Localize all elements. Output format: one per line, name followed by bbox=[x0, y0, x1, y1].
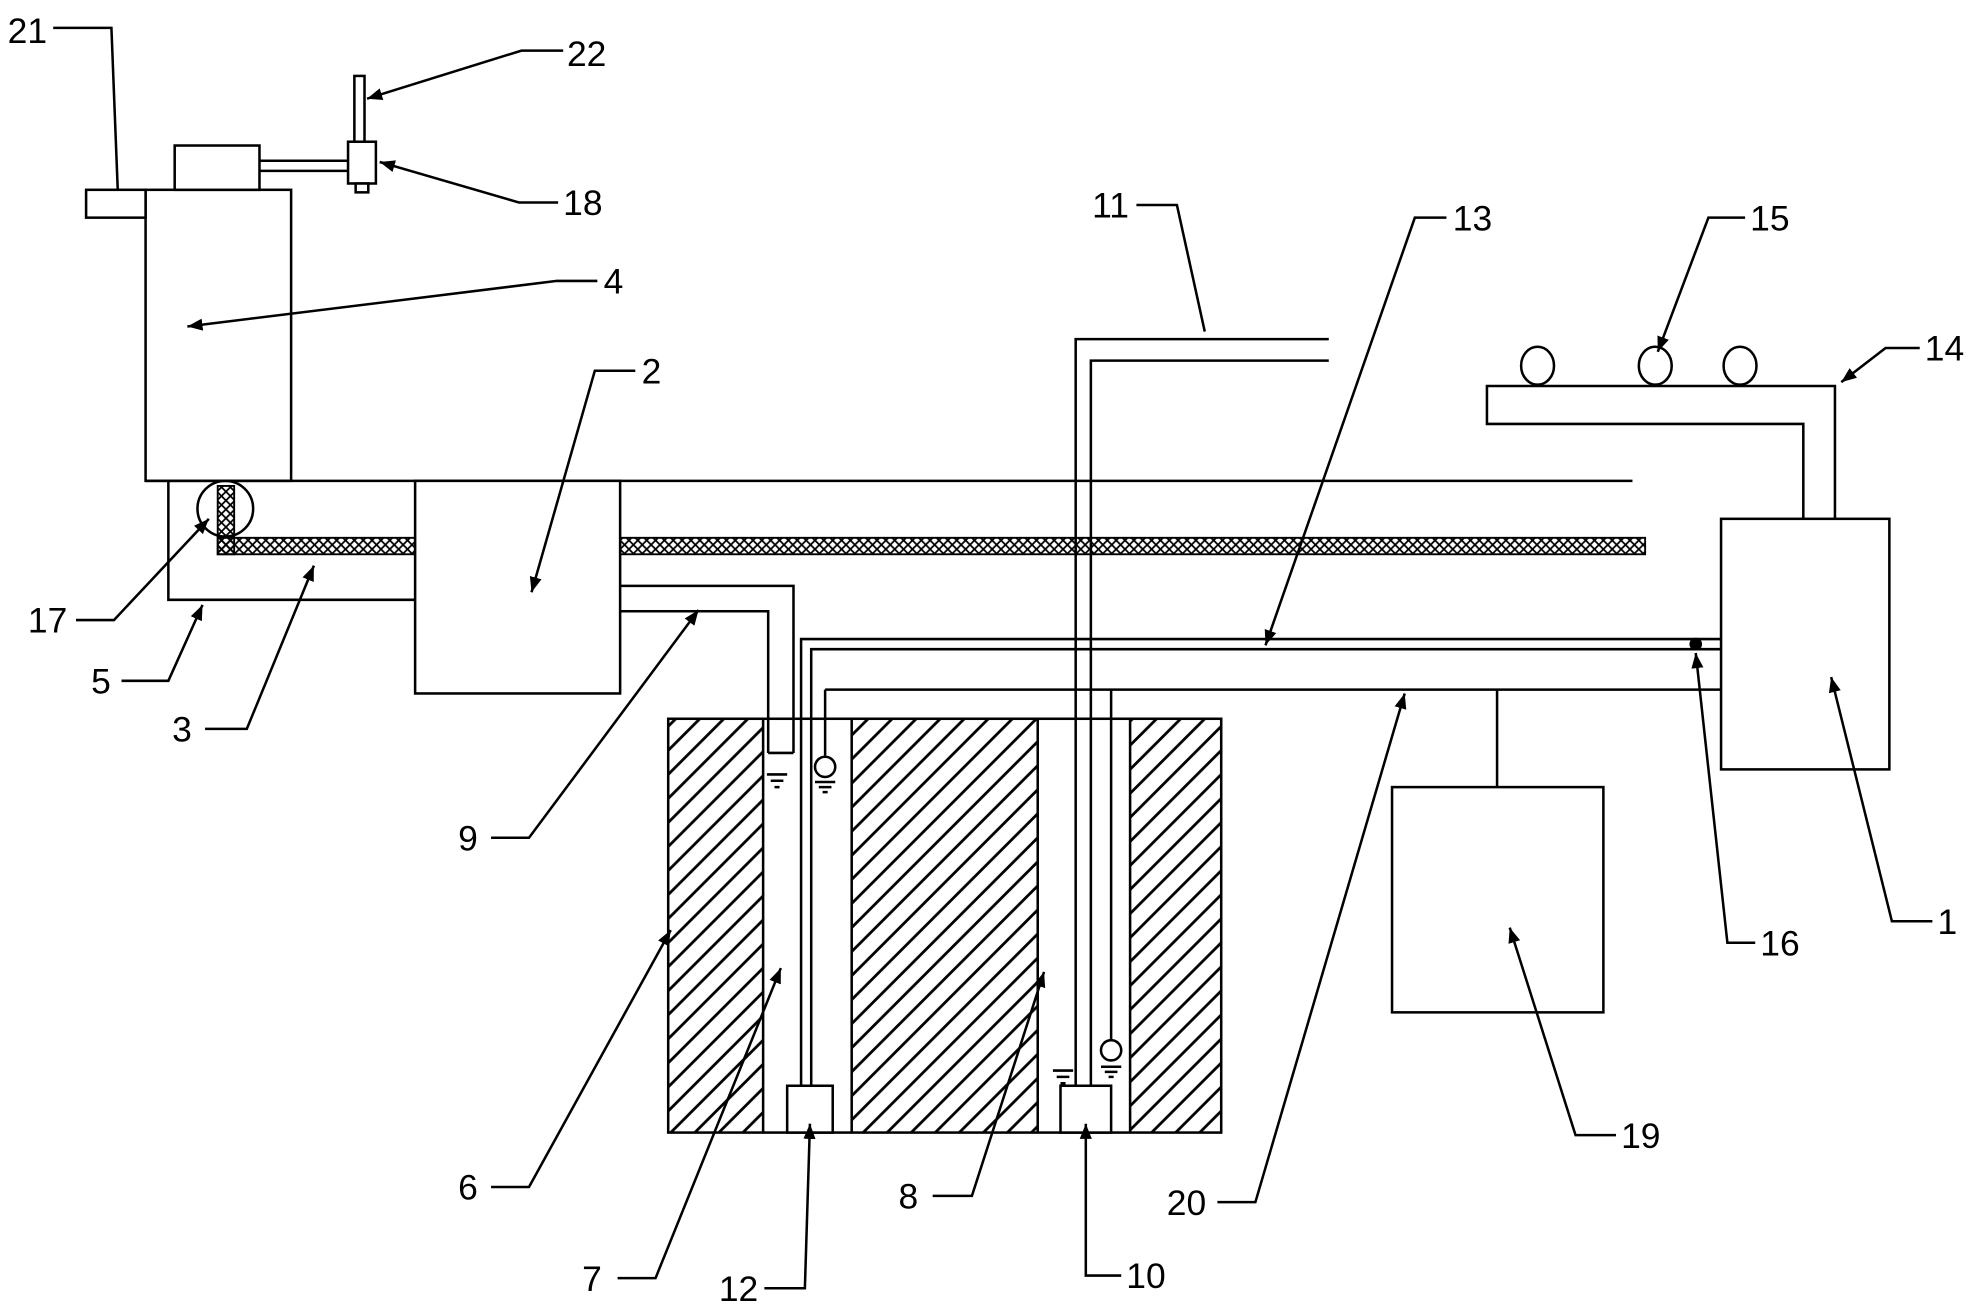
belt-3-left bbox=[216, 536, 417, 556]
nozzles-15 bbox=[1519, 345, 1758, 386]
leader-19 bbox=[1508, 927, 1617, 1137]
label-18: 18 bbox=[563, 183, 602, 223]
sensor-8-ground bbox=[1100, 1065, 1122, 1079]
leader-18 bbox=[379, 160, 559, 204]
leader-9 bbox=[491, 609, 700, 839]
label-5: 5 bbox=[91, 661, 111, 701]
leader-1 bbox=[1828, 676, 1933, 923]
leader-5 bbox=[121, 604, 204, 683]
leader-17 bbox=[75, 517, 210, 622]
nozzle-circle bbox=[1519, 345, 1556, 386]
plate-21 bbox=[84, 188, 147, 219]
hatch-right bbox=[1130, 718, 1222, 1133]
label-19: 19 bbox=[1621, 1116, 1660, 1156]
sensor-8 bbox=[1099, 1038, 1123, 1062]
pipe-9 bbox=[620, 584, 795, 755]
belt-3-vertical bbox=[216, 484, 236, 556]
leader-20 bbox=[1217, 693, 1407, 1204]
leader-7 bbox=[617, 967, 783, 1280]
hatch-left bbox=[668, 718, 764, 1133]
sensor-7 bbox=[813, 755, 837, 779]
junction-16 bbox=[1689, 637, 1703, 651]
box-19 bbox=[1390, 785, 1605, 1014]
label-16: 16 bbox=[1760, 923, 1799, 963]
well-7 bbox=[761, 718, 853, 1133]
box-1 bbox=[1719, 517, 1891, 771]
label-2: 2 bbox=[642, 351, 662, 391]
water-level-symbol bbox=[1052, 1069, 1074, 1085]
belt-3-right bbox=[619, 536, 1647, 556]
signal-line-20 bbox=[825, 688, 1722, 788]
pipe-13 bbox=[799, 637, 1722, 1086]
leader-14 bbox=[1840, 346, 1920, 384]
conveyor-assembly bbox=[145, 479, 1647, 695]
label-17: 17 bbox=[28, 601, 67, 641]
leader-15 bbox=[1656, 216, 1746, 353]
leader-6 bbox=[491, 929, 672, 1189]
ground-outline bbox=[666, 717, 1223, 1134]
leader-2 bbox=[529, 369, 636, 593]
nozzle-circle bbox=[1637, 345, 1673, 386]
sensor-7-ground bbox=[815, 780, 836, 794]
hatch-middle bbox=[851, 718, 1038, 1133]
label-21: 21 bbox=[8, 11, 47, 51]
leader-11 bbox=[1136, 203, 1206, 332]
label-7: 7 bbox=[582, 1259, 602, 1299]
leader-lines bbox=[53, 26, 1933, 1290]
roller-17 bbox=[196, 479, 255, 538]
nozzle-tip bbox=[354, 182, 370, 194]
label-20: 20 bbox=[1167, 1183, 1206, 1223]
pipe-14 bbox=[1485, 384, 1837, 519]
label-10: 10 bbox=[1126, 1256, 1165, 1296]
leader-3 bbox=[205, 565, 316, 731]
leader-16 bbox=[1691, 652, 1756, 945]
label-8: 8 bbox=[899, 1176, 919, 1216]
leader-8 bbox=[932, 971, 1046, 1198]
nozzle-circle bbox=[1722, 345, 1758, 386]
well-8-contents bbox=[1052, 689, 1123, 1134]
label-1: 1 bbox=[1937, 902, 1957, 942]
tank-cap bbox=[173, 144, 261, 192]
housing-5 bbox=[167, 480, 416, 602]
arm-bracket bbox=[259, 159, 349, 173]
label-3: 3 bbox=[172, 710, 192, 750]
leader-13 bbox=[1264, 216, 1447, 646]
leader-21 bbox=[53, 26, 120, 190]
labels: 21 22 18 4 2 11 13 15 14 17 5 3 9 1 16 6… bbox=[8, 11, 1965, 1309]
label-13: 13 bbox=[1453, 198, 1492, 238]
well-8 bbox=[1036, 718, 1132, 1133]
tank-4 bbox=[144, 188, 293, 483]
tank-assembly bbox=[84, 74, 378, 483]
label-11: 11 bbox=[1092, 186, 1129, 226]
pipe-11 bbox=[1074, 337, 1329, 1086]
label-14: 14 bbox=[1925, 329, 1964, 369]
nozzle-18 bbox=[346, 140, 378, 185]
label-15: 15 bbox=[1750, 198, 1789, 238]
leader-12 bbox=[764, 1123, 816, 1290]
leader-4 bbox=[187, 279, 598, 331]
label-12: 12 bbox=[719, 1269, 758, 1309]
label-4: 4 bbox=[604, 262, 624, 302]
label-6: 6 bbox=[458, 1168, 478, 1208]
leader-22 bbox=[366, 49, 564, 100]
rod-22 bbox=[353, 74, 366, 143]
label-9: 9 bbox=[458, 818, 478, 858]
water-level-symbol bbox=[766, 773, 788, 789]
box-2 bbox=[413, 479, 622, 695]
label-22: 22 bbox=[567, 34, 606, 74]
ground-block-6 bbox=[666, 717, 1223, 1134]
leader-10 bbox=[1079, 1123, 1122, 1277]
